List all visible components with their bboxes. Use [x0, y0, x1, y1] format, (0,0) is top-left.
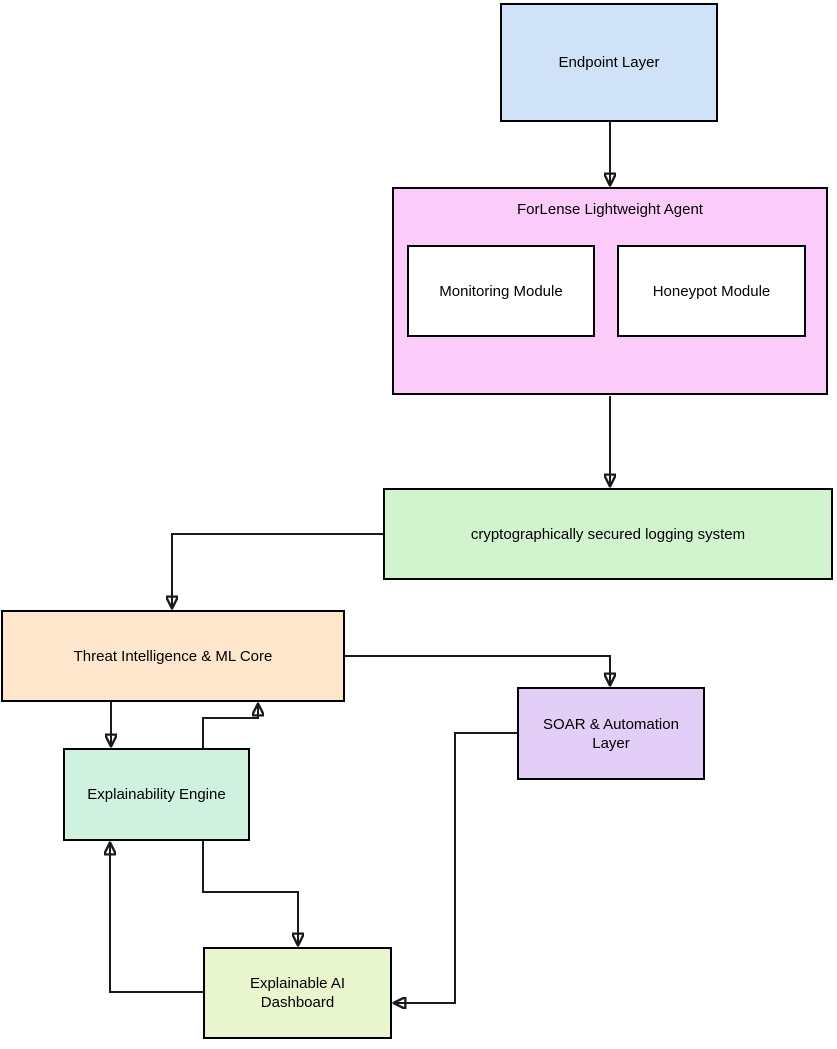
edge-explainability-engine-to-ti-core: [202, 704, 258, 748]
node-honeypot-module: Honeypot Module: [617, 245, 806, 337]
node-threat-intelligence-ml-core: Threat Intelligence & ML Core: [1, 610, 345, 702]
node-honeypot-module-label: Honeypot Module: [652, 282, 771, 300]
node-endpoint-layer-label: Endpoint Layer: [558, 54, 660, 71]
edge-dashboard-to-explainability-engine: [110, 843, 203, 993]
node-explainable-ai-dashboard: Explainable AI Dashboard: [203, 947, 392, 1039]
node-soar-automation-layer-label: SOAR & Automation Layer: [543, 715, 679, 752]
node-forlense-agent-label: ForLense Lightweight Agent: [517, 201, 703, 218]
node-monitoring-module: Monitoring Module: [407, 245, 595, 337]
node-soar-automation-layer: SOAR & Automation Layer: [517, 687, 705, 780]
node-secure-logging-system-label: cryptographically secured logging system: [470, 525, 746, 543]
node-explainability-engine-label: Explainability Engine: [87, 786, 226, 803]
node-explainable-ai-dashboard-label: Explainable AI Dashboard: [249, 975, 346, 1011]
edge-ti-core-to-soar: [345, 655, 610, 685]
edge-soar-to-dashboard: [394, 732, 517, 1003]
edge-explainability-engine-to-dashboard: [202, 841, 298, 945]
node-monitoring-module-label: Monitoring Module: [439, 282, 563, 300]
node-threat-intelligence-ml-core-label: Threat Intelligence & ML Core: [73, 647, 273, 665]
node-endpoint-layer: Endpoint Layer: [500, 3, 718, 122]
node-secure-logging-system: cryptographically secured logging system: [383, 488, 833, 580]
edge-logging-to-ti-core: [172, 533, 383, 608]
node-explainability-engine: Explainability Engine: [63, 748, 250, 841]
